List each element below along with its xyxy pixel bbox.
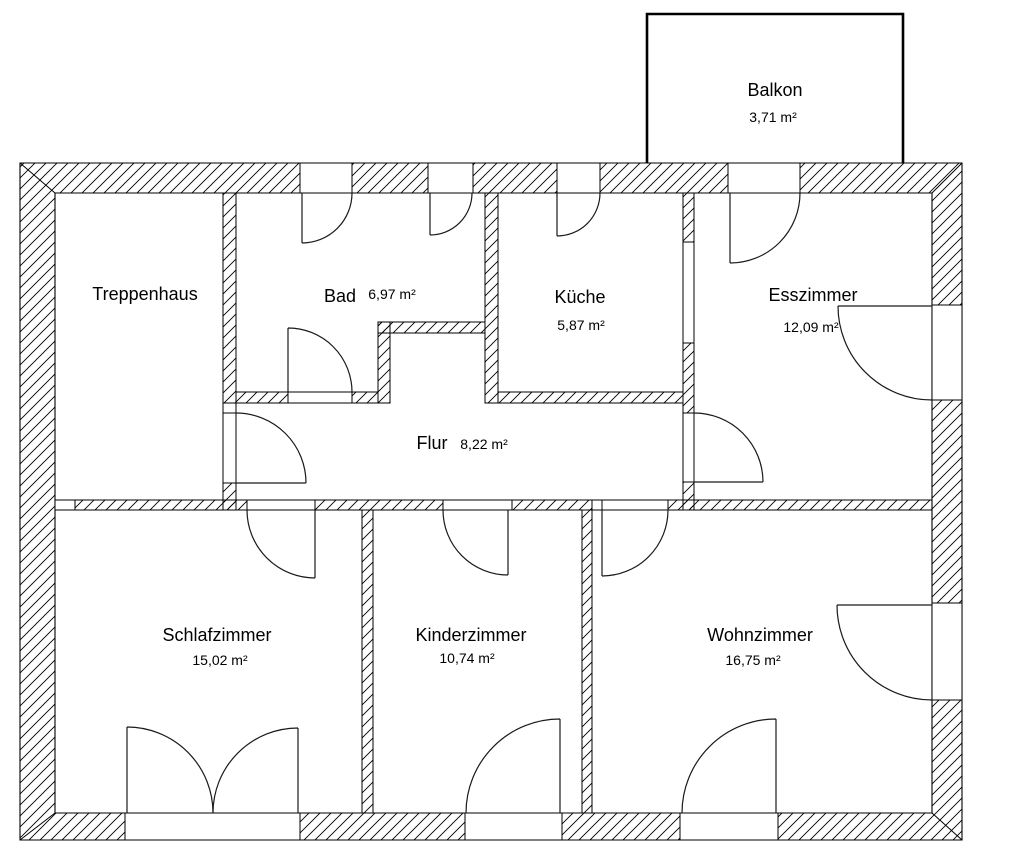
room-area-bad: 6,97 m² bbox=[368, 286, 416, 302]
door-swing-kinderzimmer bbox=[442, 509, 509, 576]
room-label-kueche: Küche bbox=[554, 287, 606, 307]
door-opening-balkon bbox=[727, 162, 801, 194]
room-label-flur: Flur bbox=[416, 433, 448, 453]
room-label-wohnzimmer: Wohnzimmer bbox=[707, 625, 813, 645]
room-area-schlafzimmer: 15,02 m² bbox=[192, 652, 248, 668]
pass-through-kueche-esszimmer bbox=[682, 241, 695, 344]
miter-bottom-right bbox=[931, 812, 963, 841]
door-opening-kinderzimmer-bottom bbox=[464, 812, 563, 841]
room-label-treppenhaus: Treppenhaus bbox=[92, 284, 198, 304]
corner-miters bbox=[19, 162, 963, 841]
wall-schlafzimmer-kinderzimmer bbox=[361, 509, 374, 814]
white-wall-segments bbox=[54, 241, 695, 511]
door-swing-bad-window-1 bbox=[301, 192, 353, 244]
balcony-outline bbox=[645, 12, 905, 163]
door-opening-wohnzimmer-right bbox=[931, 602, 963, 701]
door-opening-kinderzimmer bbox=[442, 499, 513, 511]
miter-bottom-left bbox=[19, 812, 56, 841]
window-bad-1 bbox=[299, 162, 353, 194]
door-swing-esszimmer-right bbox=[837, 305, 933, 401]
door-opening-entry bbox=[222, 412, 237, 484]
miter-top-right bbox=[931, 162, 963, 194]
wall-bad-kueche bbox=[484, 192, 499, 404]
door-opening-esszimmer-right bbox=[931, 304, 963, 401]
door-swing-schlafzimmer-left-leaf bbox=[126, 726, 214, 814]
door-opening-schlafzimmer-bottom bbox=[124, 812, 301, 841]
wall-segment-wohnzimmer-door bbox=[591, 499, 603, 511]
room-area-kinderzimmer: 10,74 m² bbox=[439, 650, 495, 666]
room-area-balkon: 3,71 m² bbox=[749, 109, 797, 125]
door-swing-schlafzimmer bbox=[246, 509, 316, 579]
door-swing-balkon bbox=[729, 192, 801, 264]
door-opening-wohnzimmer-bottom bbox=[679, 812, 779, 841]
wall-flur-alcove-left bbox=[377, 321, 391, 404]
room-label-kinderzimmer: Kinderzimmer bbox=[415, 625, 527, 645]
door-opening-schlafzimmer bbox=[246, 499, 316, 511]
door-swing-kinderzimmer-bottom bbox=[465, 718, 561, 814]
wall-kinderzimmer-wohnzimmer bbox=[581, 509, 593, 814]
door-opening-bad bbox=[287, 391, 353, 404]
window-bad-2 bbox=[427, 162, 474, 194]
room-area-esszimmer: 12,09 m² bbox=[783, 319, 839, 335]
door-swing-bad-window-2 bbox=[429, 192, 473, 236]
door-swing-bad bbox=[287, 327, 353, 393]
miter-top-left bbox=[19, 162, 56, 194]
room-label-schlafzimmer: Schlafzimmer bbox=[162, 625, 272, 645]
door-swing-wohnzimmer bbox=[601, 509, 669, 577]
door-opening-flur-esszimmer bbox=[682, 412, 695, 483]
door-swing-kueche-window bbox=[556, 192, 601, 237]
wall-flur-alcove-top bbox=[377, 321, 486, 334]
window-kueche bbox=[556, 162, 601, 194]
door-swing-wohnzimmer-right bbox=[836, 604, 933, 701]
room-label-balkon: Balkon bbox=[747, 80, 803, 100]
wall-openings bbox=[124, 162, 963, 841]
room-area-wohnzimmer: 16,75 m² bbox=[725, 652, 781, 668]
wall-segment-divider-left bbox=[54, 499, 76, 511]
door-opening-wohnzimmer bbox=[601, 499, 669, 511]
room-area-flur: 8,22 m² bbox=[460, 436, 508, 452]
door-swing-entry bbox=[235, 412, 307, 484]
door-swing-flur-esszimmer bbox=[693, 412, 764, 483]
wall-kueche-flur bbox=[497, 391, 684, 404]
door-swing-wohnzimmer-bottom bbox=[681, 718, 777, 814]
wall-segment-flur-left bbox=[222, 402, 237, 414]
room-label-esszimmer: Esszimmer bbox=[768, 285, 858, 305]
door-swing-schlafzimmer-right-leaf bbox=[212, 727, 299, 814]
room-area-kueche: 5,87 m² bbox=[557, 317, 605, 333]
door-swings bbox=[126, 192, 933, 814]
room-label-bad: Bad bbox=[323, 286, 357, 306]
